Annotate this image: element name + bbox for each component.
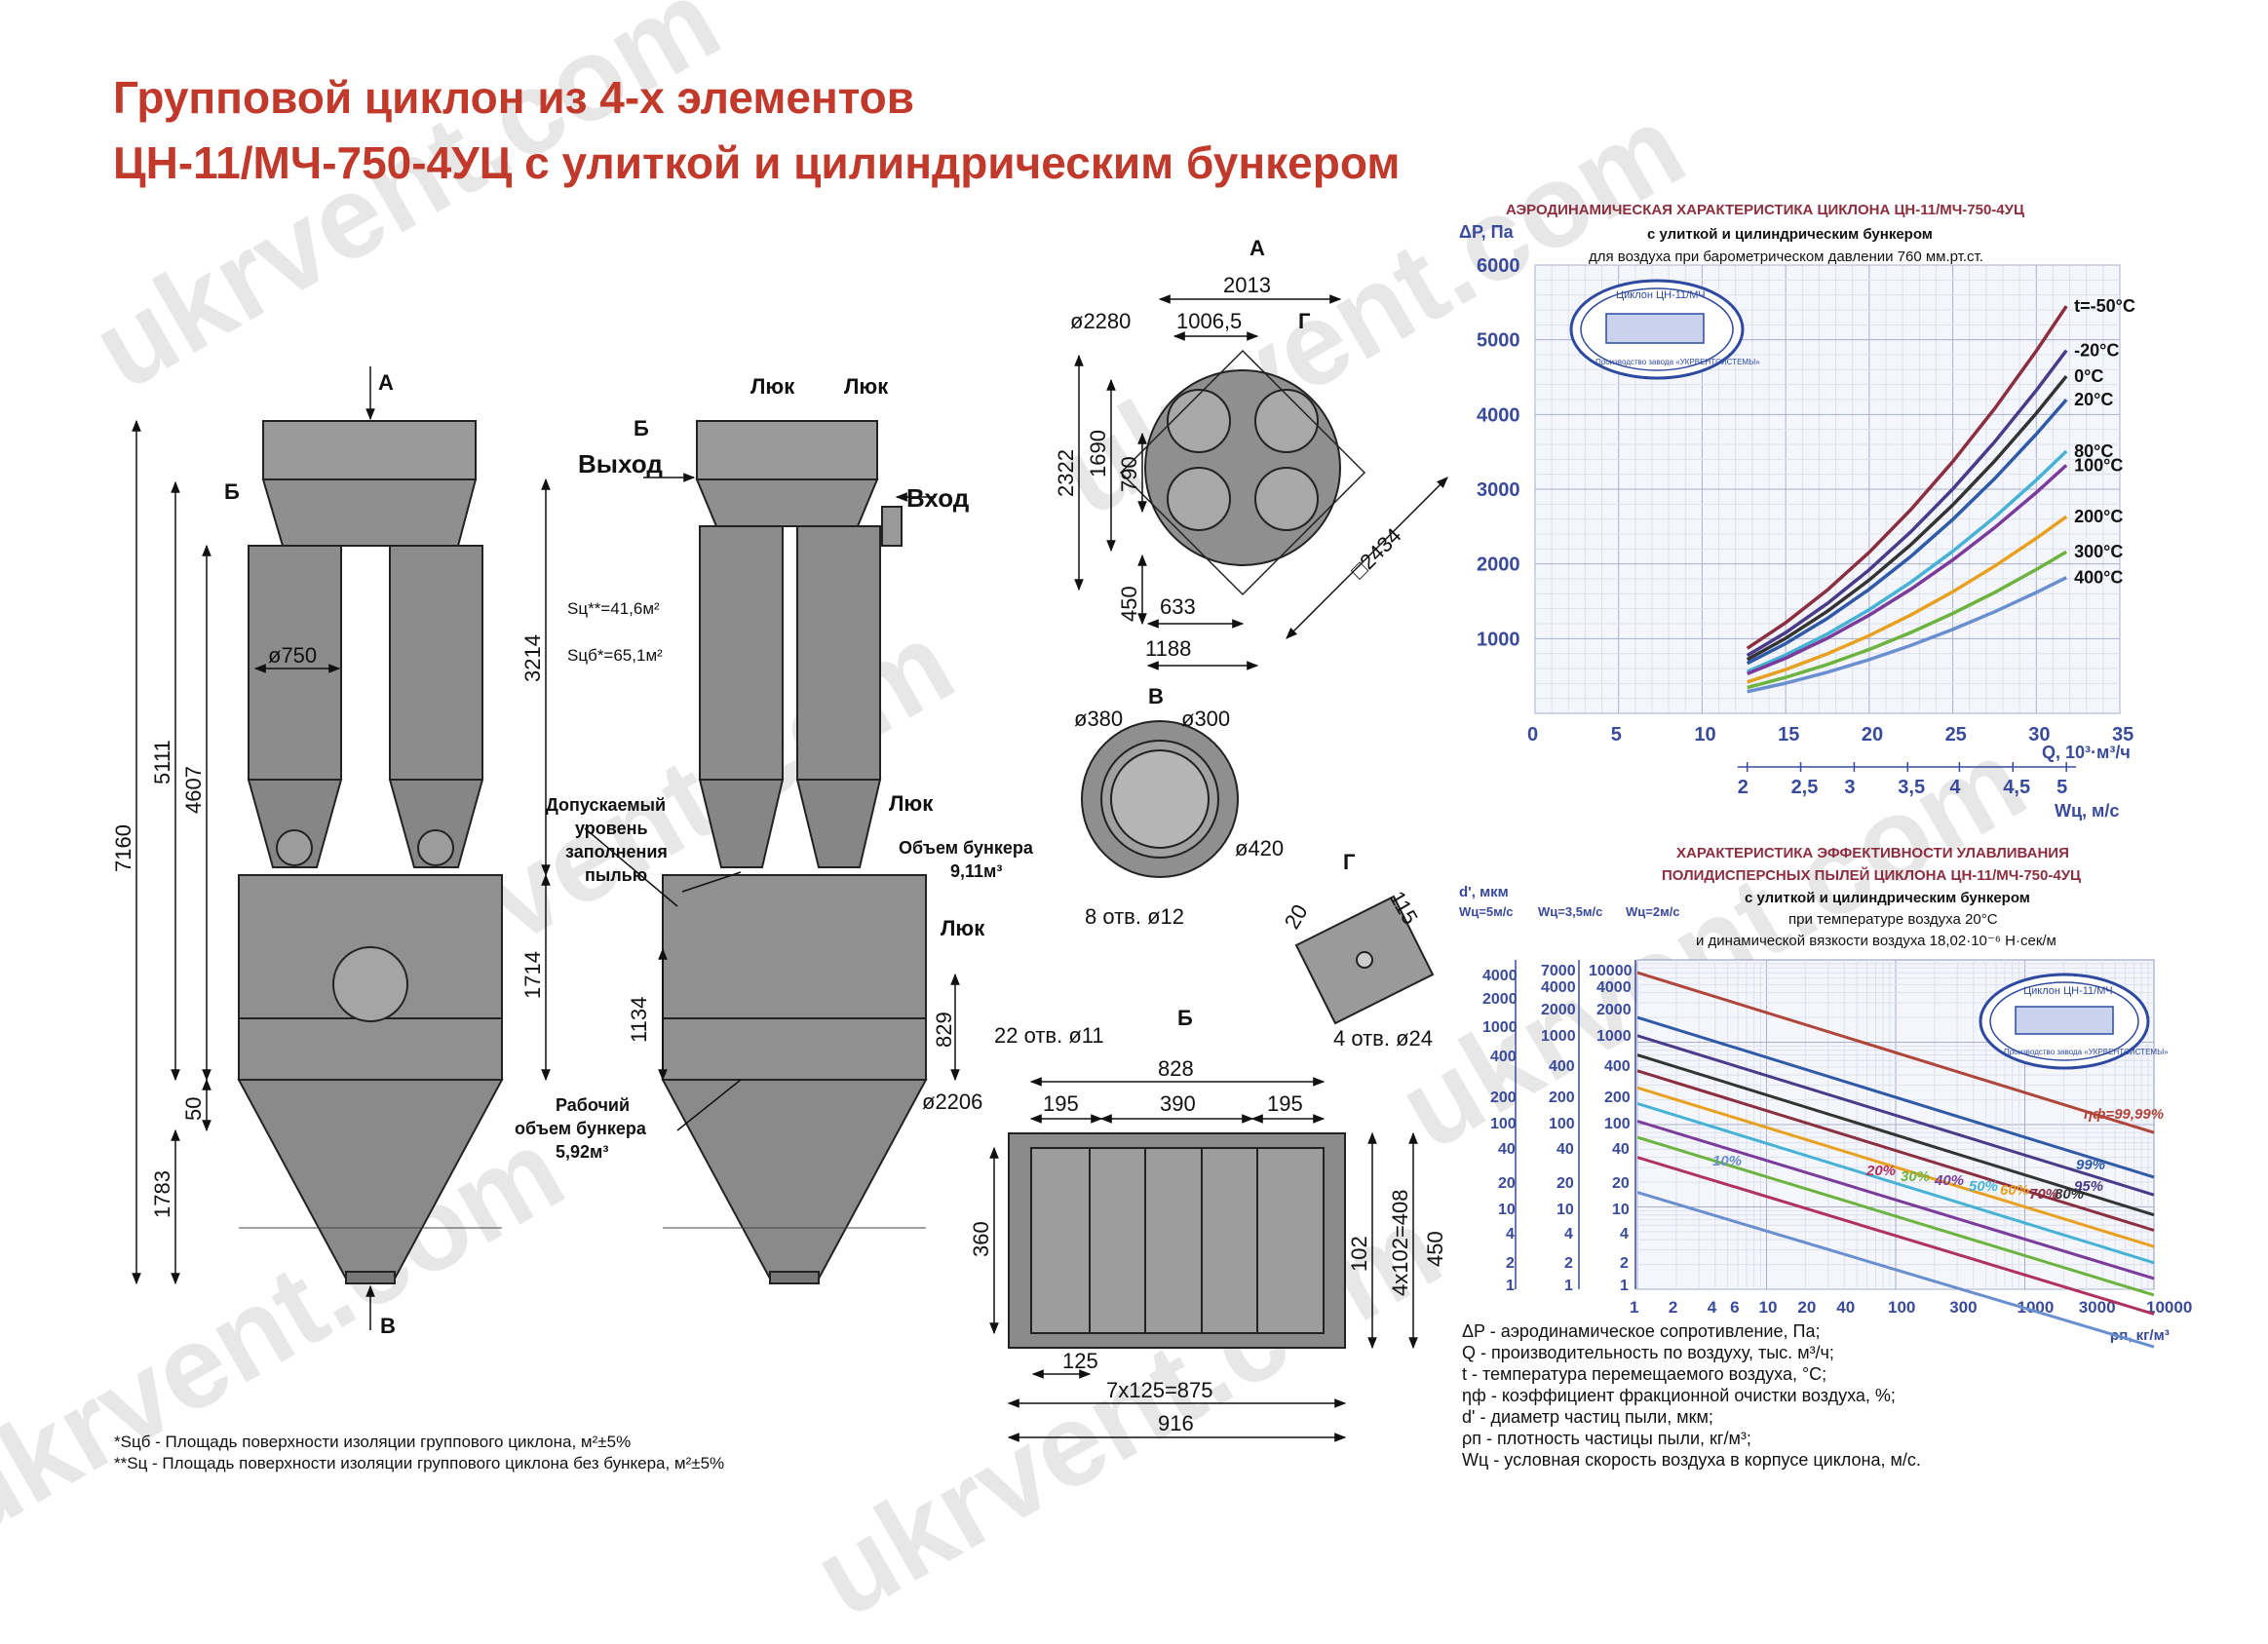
dim-633: 633 <box>1160 594 1196 619</box>
legend-def-eta: ηф - коэффициент фракционной очистки воз… <box>1462 1386 1896 1405</box>
bunker-volume-1: Объем бункера <box>899 838 1034 858</box>
dim-875: 7x125=875 <box>1106 1378 1213 1402</box>
dim-195b: 195 <box>1267 1091 1303 1116</box>
side-top-header <box>696 420 878 480</box>
dim-1783: 1783 <box>150 1170 174 1218</box>
dim-1188: 1188 <box>1145 636 1191 661</box>
dim-408: 4x102=408 <box>1388 1190 1412 1297</box>
side-sc: Sц**=41,6м² <box>567 599 660 618</box>
detail-g-holes: 4 отв. ø24 <box>1333 1026 1433 1051</box>
dim-20: 20 <box>1280 900 1313 934</box>
dia-300: ø300 <box>1181 707 1230 731</box>
flange-b-label: Б <box>1177 1006 1193 1030</box>
legend-def-w: Wц - условная скорость воздуха в корпусе… <box>1462 1450 1921 1470</box>
front-view <box>237 420 504 1284</box>
plan-a-label: А <box>1249 236 1265 260</box>
dust-level-1: Допускаемый <box>546 795 666 815</box>
front-right-cone <box>388 779 484 868</box>
flange-v-holes: 8 отв. ø12 <box>1085 904 1184 929</box>
side-left-cylinder <box>699 525 784 781</box>
detail-g-view <box>1294 895 1435 1025</box>
technical-drawing: А Б В 7160 5111 4607 3214 1714 50 1783 ø… <box>111 236 1448 1442</box>
front-manhole <box>332 946 408 1022</box>
dim-125: 125 <box>1062 1349 1098 1373</box>
plan-a-circle <box>1144 369 1341 566</box>
sq-2434: □2434 <box>1346 523 1406 584</box>
side-scb: Sцб*=65,1м² <box>567 646 663 665</box>
dim-828: 828 <box>1158 1056 1194 1081</box>
legend-def-dp: ΔP - аэродинамическое сопротивление, Па; <box>1462 1321 1821 1341</box>
dust-level-3: заполнения <box>565 842 668 861</box>
dim-450: 450 <box>1117 586 1141 622</box>
side-label-b: Б <box>634 416 649 440</box>
work-volume-3: 5,92м³ <box>556 1142 608 1162</box>
page-title-line2: ЦН-11/МЧ-750-4УЦ с улиткой и цилиндричес… <box>113 137 1401 188</box>
plan-a-g: Г <box>1298 309 1311 333</box>
work-volume-2: объем бункера <box>515 1119 647 1138</box>
dim-916: 916 <box>1158 1411 1194 1435</box>
side-right-cylinder <box>796 525 881 781</box>
side-luk3: Люк <box>889 791 934 816</box>
dim-4607: 4607 <box>181 766 206 814</box>
legend-definitions: ΔP - аэродинамическое сопротивление, Па;… <box>1462 1320 1921 1471</box>
dim-360: 360 <box>969 1221 993 1257</box>
side-luk2: Люк <box>844 374 889 399</box>
legend-def-d: d' - диаметр частиц пыли, мкм; <box>1462 1407 1713 1427</box>
dim-390: 390 <box>1160 1091 1196 1116</box>
dia-420: ø420 <box>1235 836 1284 860</box>
flange-b-holes: 22 отв. ø11 <box>994 1023 1104 1048</box>
detail-g-label: Г <box>1343 850 1356 874</box>
side-vyhod: Выход <box>578 449 663 478</box>
dim-1134: 1134 <box>627 997 651 1043</box>
dim-450b: 450 <box>1423 1231 1447 1267</box>
plan-a-view <box>1119 349 1366 596</box>
legend-def-t: t - температура перемещаемого воздуха, °… <box>1462 1364 1827 1384</box>
dia-2280: ø2280 <box>1070 309 1131 333</box>
dim-5111: 5111 <box>150 740 174 784</box>
dim-1690: 1690 <box>1086 430 1110 478</box>
dim-790: 790 <box>1117 456 1141 492</box>
side-bunker-cone <box>661 1079 928 1280</box>
dim-195a: 195 <box>1043 1091 1079 1116</box>
side-luk1: Люк <box>750 374 795 399</box>
dia-380: ø380 <box>1074 707 1123 731</box>
dim-1714: 1714 <box>520 951 545 999</box>
bunker-volume-2: 9,11м³ <box>950 861 1002 881</box>
dia-750: ø750 <box>268 643 317 668</box>
front-bunker-cone <box>237 1079 504 1280</box>
flange-v-view <box>1081 720 1239 878</box>
side-vhod: Вход <box>906 483 970 513</box>
dim-50: 50 <box>181 1097 206 1121</box>
front-left-cone <box>247 779 343 868</box>
front-label-v: В <box>380 1314 396 1338</box>
side-view <box>661 420 928 1284</box>
flange-b-view <box>1008 1132 1346 1349</box>
legend-def-rho: ρп - плотность частицы пыли, кг/м³; <box>1462 1429 1751 1448</box>
legend-def-q: Q - производительность по воздуху, тыс. … <box>1462 1343 1834 1362</box>
dim-2013: 2013 <box>1223 273 1271 297</box>
dim-2322: 2322 <box>1054 449 1078 497</box>
dust-level-4: пылью <box>585 865 647 885</box>
footnote-2: **Sц - Площадь поверхности изоляции груп… <box>114 1454 725 1472</box>
dim-3214: 3214 <box>520 634 545 682</box>
work-volume-1: Рабочий <box>556 1095 630 1115</box>
front-top-header <box>262 420 477 480</box>
footnote-1: *Sцб - Площадь поверхности изоляции груп… <box>114 1433 632 1451</box>
dim-102: 102 <box>1347 1236 1371 1272</box>
flange-v-label: В <box>1148 684 1164 708</box>
dim-829: 829 <box>932 1012 956 1048</box>
side-bunker <box>662 874 927 1081</box>
front-collector <box>261 478 478 547</box>
dim-7160: 7160 <box>111 824 135 872</box>
dim-1006: 1006,5 <box>1176 309 1242 333</box>
front-right-cylinder <box>389 545 483 781</box>
dia-2206: ø2206 <box>922 1090 982 1114</box>
page-title-line1: Групповой циклон из 4-х элементов <box>113 72 915 123</box>
front-label-b: Б <box>224 479 240 504</box>
dust-level-2: уровень <box>575 819 648 838</box>
front-label-a: А <box>378 370 394 395</box>
side-luk4: Люк <box>941 916 985 940</box>
